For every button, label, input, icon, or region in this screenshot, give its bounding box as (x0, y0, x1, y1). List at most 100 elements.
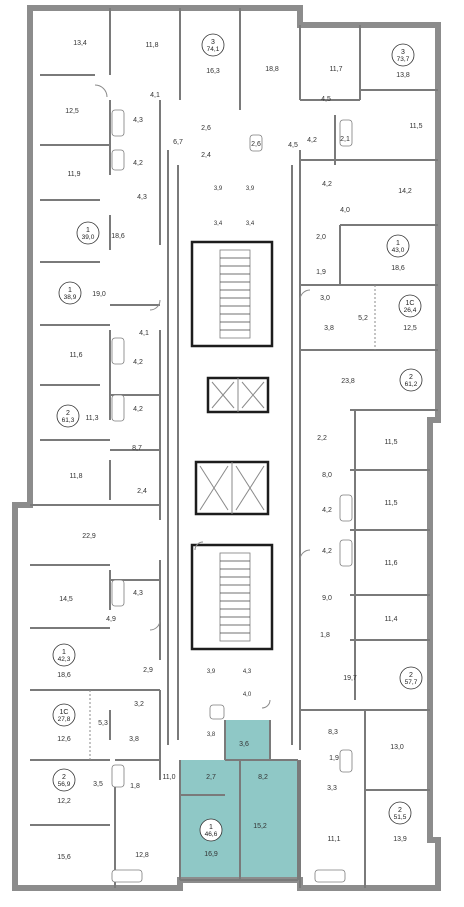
room-area: 4,0 (340, 207, 350, 214)
room-area: 5,3 (98, 720, 108, 727)
apartment-marker-6[interactable]: 1С 26,4 (398, 294, 422, 318)
room-area: 8,0 (322, 472, 332, 479)
room-area: 13,4 (73, 40, 87, 47)
apt-area: 42,3 (58, 656, 71, 663)
room-area: 11,8 (69, 473, 82, 480)
apt-rooms: 1С (406, 300, 415, 307)
apt-rooms: 1 (209, 824, 213, 831)
apt-area: 38,9 (64, 294, 77, 301)
room-area: 2,1 (340, 136, 350, 143)
room-area: 16,9 (204, 851, 218, 858)
room-area: 11,5 (384, 500, 397, 507)
room-area: 2,9 (143, 667, 153, 674)
room-area: 4,2 (322, 507, 332, 514)
room-area: 4,0 (243, 692, 252, 698)
apartment-marker-12[interactable]: 2 56,9 (52, 768, 76, 792)
room-area: 11,7 (329, 66, 342, 73)
room-area: 19,7 (343, 675, 357, 682)
room-labels: 13,4 11,8 16,3 18,8 11,7 13,8 12,5 4,1 4… (57, 40, 422, 861)
apt-rooms: 1 (86, 227, 90, 234)
room-area: 2,0 (316, 234, 326, 241)
room-area: 5,2 (358, 315, 368, 322)
exterior-walls (12, 5, 441, 891)
room-area: 1,8 (130, 783, 140, 790)
room-area: 8,7 (132, 445, 142, 452)
apt-area: 26,4 (404, 307, 417, 314)
apt-area: 27,8 (58, 716, 71, 723)
apartment-marker-8[interactable]: 2 61,3 (56, 404, 80, 428)
room-area: 18,6 (391, 265, 405, 272)
elevator-block-2 (194, 460, 270, 516)
room-area: 6,7 (173, 139, 183, 146)
stair-core-top (190, 240, 274, 348)
room-area: 4,3 (133, 117, 143, 124)
room-area: 11,8 (145, 42, 158, 49)
apartment-marker-11[interactable]: 1С 27,8 (52, 703, 76, 727)
apt-area: 39,0 (82, 234, 95, 241)
room-area: 11,3 (85, 415, 98, 422)
room-area: 11,6 (384, 560, 397, 567)
room-area: 2,6 (251, 141, 261, 148)
elevator-block-1 (206, 376, 270, 414)
room-area: 4,5 (321, 96, 331, 103)
room-area: 4,1 (139, 330, 149, 337)
apt-area: 61,3 (62, 417, 75, 424)
apartment-marker-13[interactable]: 2 51,5 (388, 801, 412, 825)
apartment-marker-3[interactable]: 1 39,0 (76, 221, 100, 245)
room-area: 3,8 (324, 325, 334, 332)
apt-area: 61,2 (405, 381, 418, 388)
room-area: 23,8 (341, 378, 355, 385)
room-area: 11,1 (327, 836, 340, 843)
room-area: 3,6 (239, 741, 249, 748)
apartment-marker-10[interactable]: 2 57,7 (399, 666, 423, 690)
apt-rooms: 3 (211, 39, 215, 46)
apt-area: 46,6 (205, 831, 218, 838)
apt-area: 56,9 (58, 781, 71, 788)
room-area: 9,0 (322, 595, 332, 602)
room-area: 12,2 (57, 798, 71, 805)
apartment-marker-4[interactable]: 1 43,0 (386, 234, 410, 258)
room-area: 15,2 (253, 823, 267, 830)
apt-rooms: 2 (62, 774, 66, 781)
apt-area: 74,1 (207, 46, 220, 53)
room-area: 18,8 (265, 66, 279, 73)
room-area: 13,8 (396, 72, 410, 79)
room-area: 2,4 (201, 152, 211, 159)
apt-rooms: 2 (409, 374, 413, 381)
apartment-marker-2[interactable]: 3 73,7 (391, 43, 415, 67)
apt-rooms: 3 (401, 49, 405, 56)
bathroom-fixtures (111, 109, 353, 883)
room-area: 3,9 (246, 186, 255, 192)
apt-area: 43,0 (392, 247, 405, 254)
room-area: 3,9 (214, 186, 223, 192)
right-partitions (89, 25, 438, 888)
room-area: 1,9 (316, 269, 326, 276)
room-area: 3,3 (327, 785, 337, 792)
room-area: 4,3 (243, 669, 252, 675)
room-area: 12,6 (57, 736, 71, 743)
room-area: 3,0 (320, 295, 330, 302)
apartment-marker-7[interactable]: 2 61,2 (399, 368, 423, 392)
room-area: 8,2 (258, 774, 268, 781)
left-partitions (30, 8, 241, 888)
room-area: 18,6 (111, 233, 125, 240)
apartment-marker-1[interactable]: 3 74,1 (201, 33, 225, 57)
room-area: 3,9 (207, 669, 216, 675)
apt-area: 57,7 (405, 679, 418, 686)
apartment-marker-9[interactable]: 1 42,3 (52, 643, 76, 667)
apartment-marker-14-highlighted[interactable]: 1 46,6 (199, 818, 223, 842)
room-area: 16,3 (206, 68, 220, 75)
room-area: 11,6 (69, 352, 82, 359)
apt-rooms: 1 (68, 287, 72, 294)
room-area: 3,4 (246, 221, 255, 227)
room-area: 3,8 (129, 736, 139, 743)
apt-rooms: 2 (409, 672, 413, 679)
room-area: 4,5 (288, 142, 298, 149)
apartment-marker-5[interactable]: 1 38,9 (58, 281, 82, 305)
room-area: 11,5 (384, 439, 397, 446)
room-area: 11,5 (409, 123, 422, 130)
room-area: 2,2 (317, 435, 327, 442)
stair-core-bottom (190, 543, 274, 651)
room-area: 13,0 (390, 744, 404, 751)
apt-area: 73,7 (397, 56, 410, 63)
